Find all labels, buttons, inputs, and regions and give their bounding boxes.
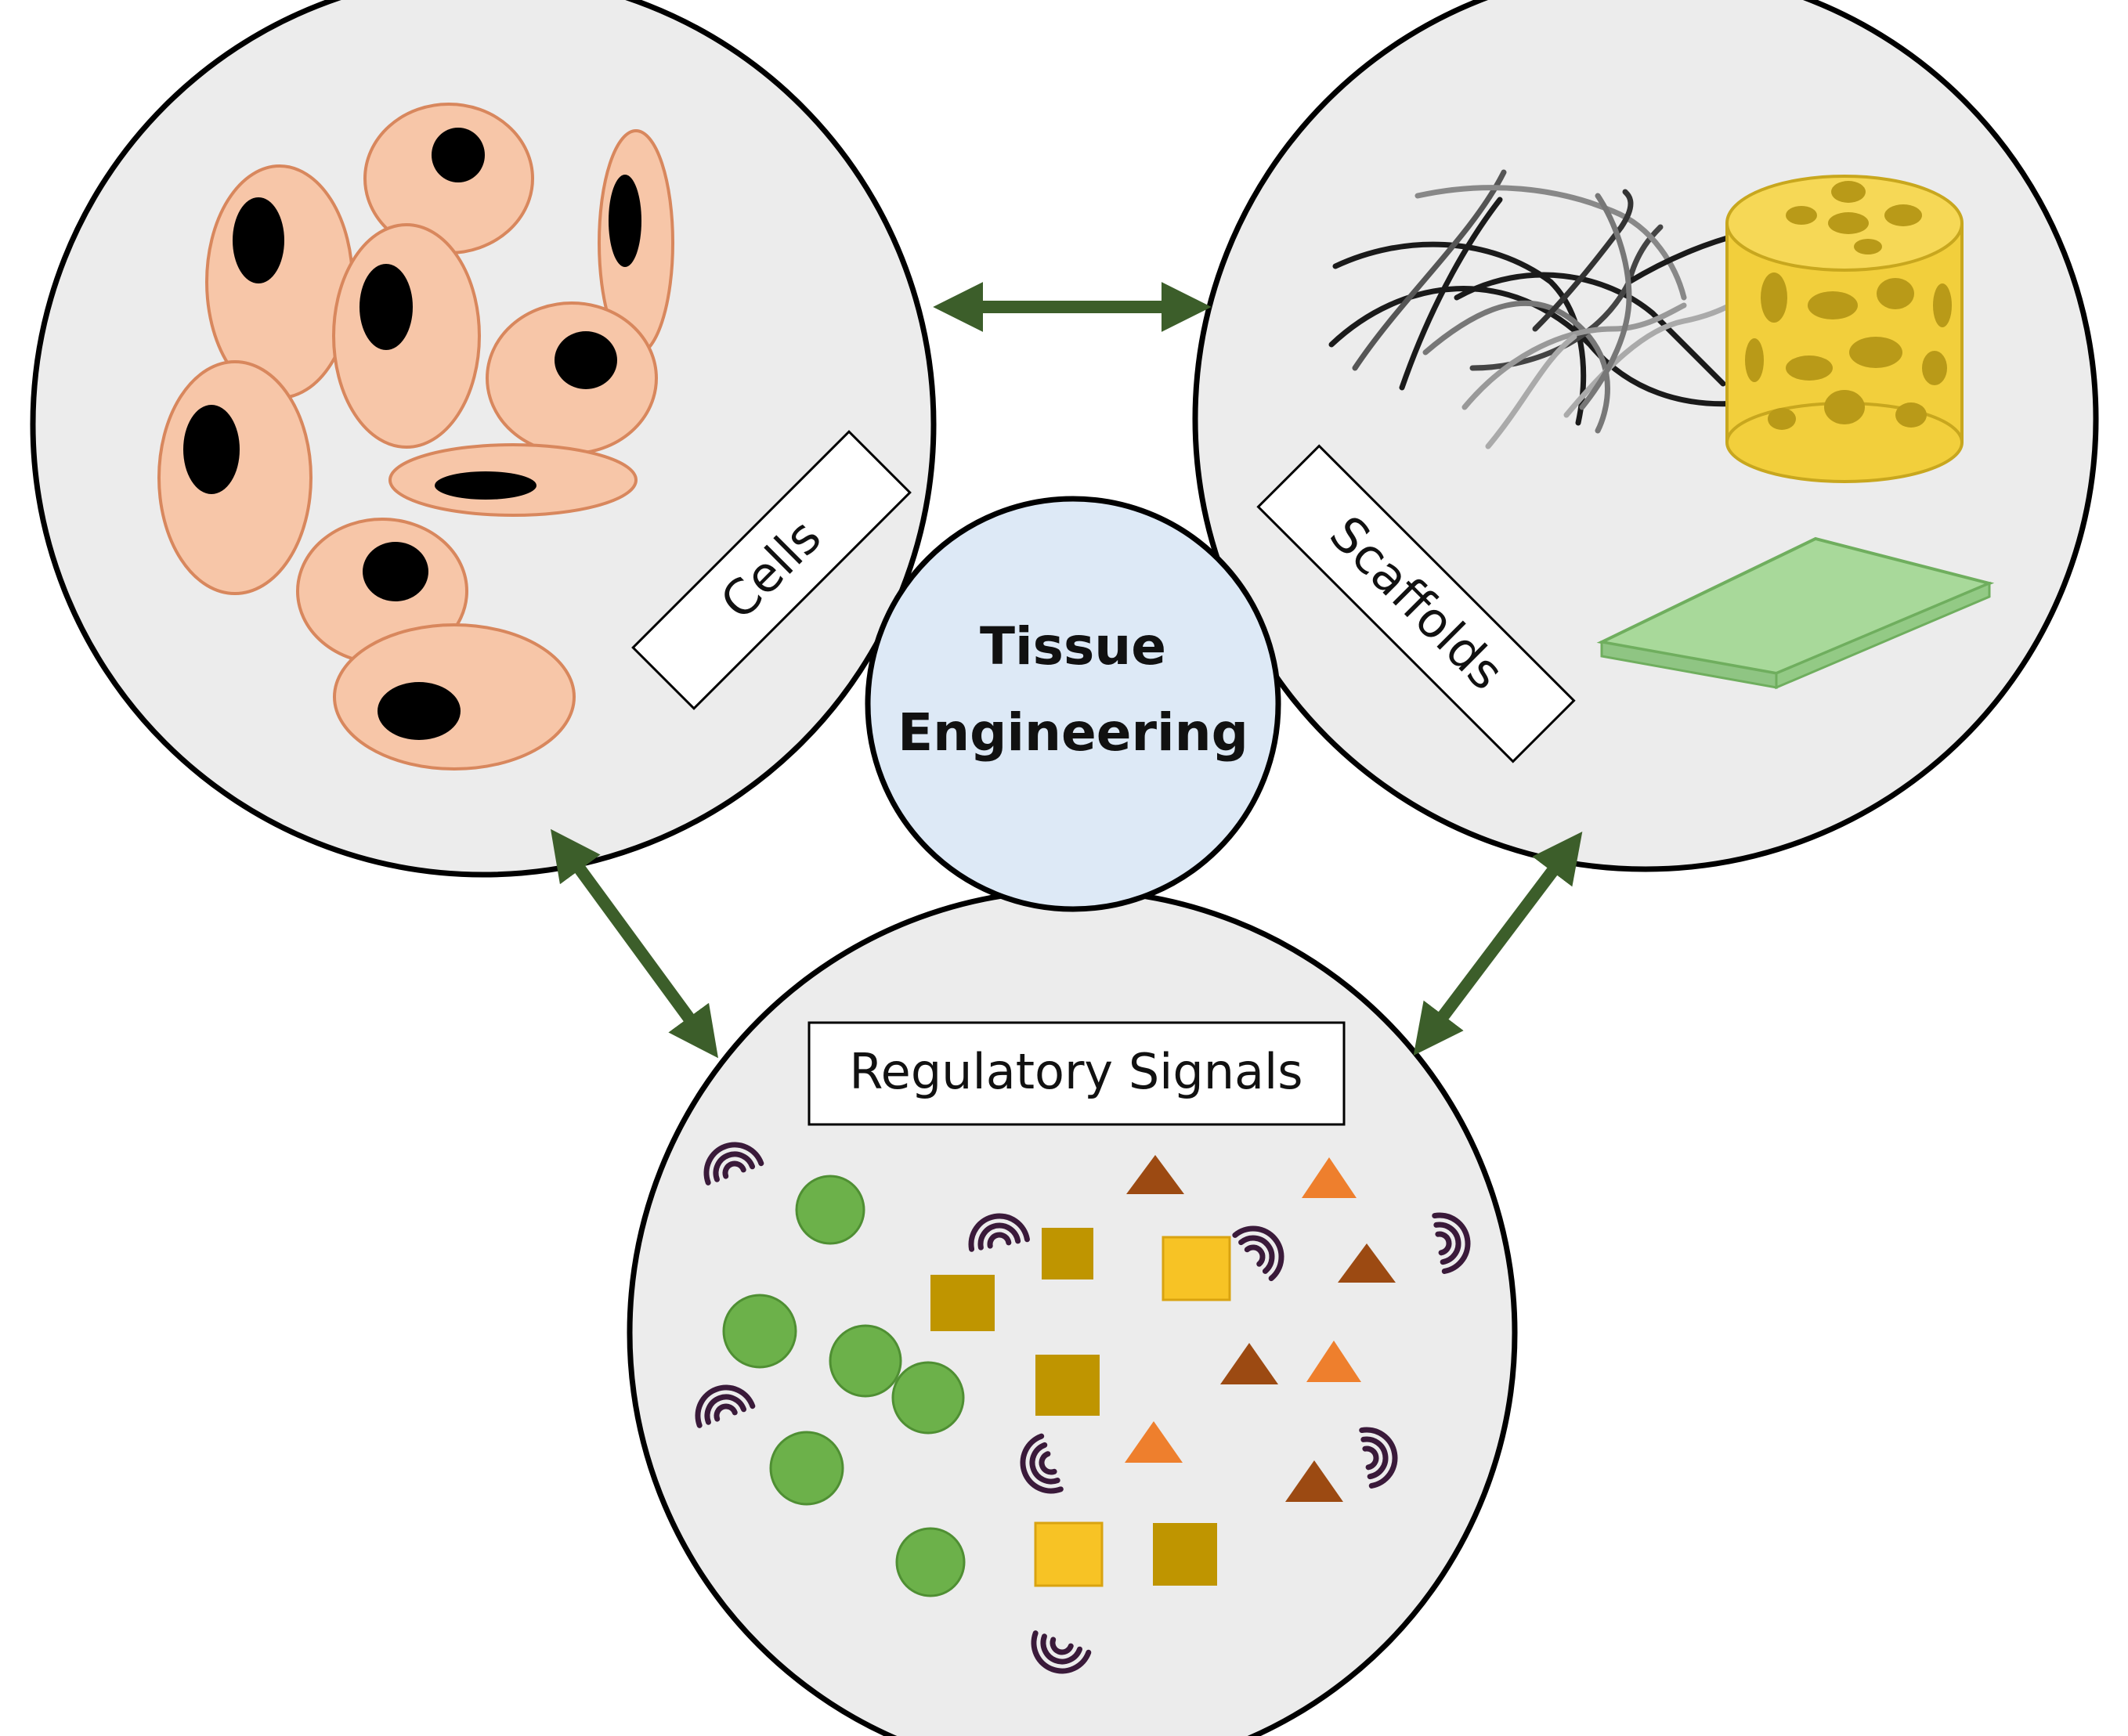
wave-icon — [695, 1384, 756, 1428]
sheet-scaffold — [1596, 536, 1995, 690]
center-title-line1: Tissue — [980, 616, 1166, 677]
signal-square — [1035, 1355, 1100, 1416]
signals-label-box: Regulatory Signals — [807, 1021, 1346, 1126]
arrow-scaffolds-signals — [1413, 832, 1583, 1056]
nucleus — [183, 405, 240, 494]
center-node: Tissue Engineering — [865, 496, 1281, 912]
signal-molecules — [722, 1155, 1396, 1597]
wave-icon — [1232, 1225, 1284, 1282]
nucleus — [378, 682, 461, 740]
signal-square — [1042, 1228, 1093, 1279]
signal-triangle — [1125, 1421, 1183, 1463]
signals-label: Regulatory Signals — [849, 1043, 1302, 1100]
cell — [388, 443, 638, 517]
nucleus — [432, 128, 485, 182]
signal-square — [1162, 1236, 1231, 1301]
growth-factor-circle — [891, 1361, 965, 1435]
relationship-arrows — [550, 282, 1583, 1059]
wave-icon — [1432, 1212, 1471, 1274]
cell — [332, 223, 481, 449]
signal-triangle — [1302, 1157, 1357, 1198]
wave-icon — [968, 1213, 1030, 1252]
signal-triangle — [1220, 1343, 1278, 1384]
cells-illustration — [157, 103, 674, 771]
porous-cylinder-scaffold — [1725, 175, 1964, 483]
growth-factor-circle — [722, 1294, 797, 1369]
growth-factor-circle — [795, 1175, 865, 1245]
signal-triangle — [1306, 1341, 1361, 1382]
nucleus — [609, 175, 641, 267]
wave-icon — [1031, 1630, 1092, 1674]
nucleus — [555, 331, 617, 389]
fiber-mesh-scaffold — [1328, 169, 1769, 449]
growth-factor-circle — [769, 1431, 844, 1506]
growth-factor-circle — [829, 1324, 902, 1398]
cell — [157, 360, 313, 595]
center-title-line2: Engineering — [898, 702, 1248, 763]
wave-icon — [703, 1142, 764, 1186]
nucleus — [233, 197, 284, 283]
growth-factor-circle — [895, 1527, 966, 1597]
signal-square — [1034, 1521, 1104, 1587]
nucleus — [435, 471, 537, 500]
nucleus — [363, 542, 428, 601]
signal-triangle — [1285, 1460, 1343, 1502]
cell — [333, 623, 576, 771]
cell — [363, 103, 534, 254]
signal-waves — [695, 1142, 1471, 1674]
signal-triangle — [1338, 1243, 1396, 1283]
signal-square — [1153, 1523, 1217, 1586]
arrow-cells-signals — [550, 828, 719, 1059]
nucleus — [359, 264, 413, 350]
wave-icon — [1359, 1427, 1398, 1489]
cell — [486, 301, 658, 455]
wave-icon — [1020, 1433, 1064, 1494]
signal-triangle — [1126, 1155, 1184, 1194]
signal-square — [930, 1275, 995, 1331]
